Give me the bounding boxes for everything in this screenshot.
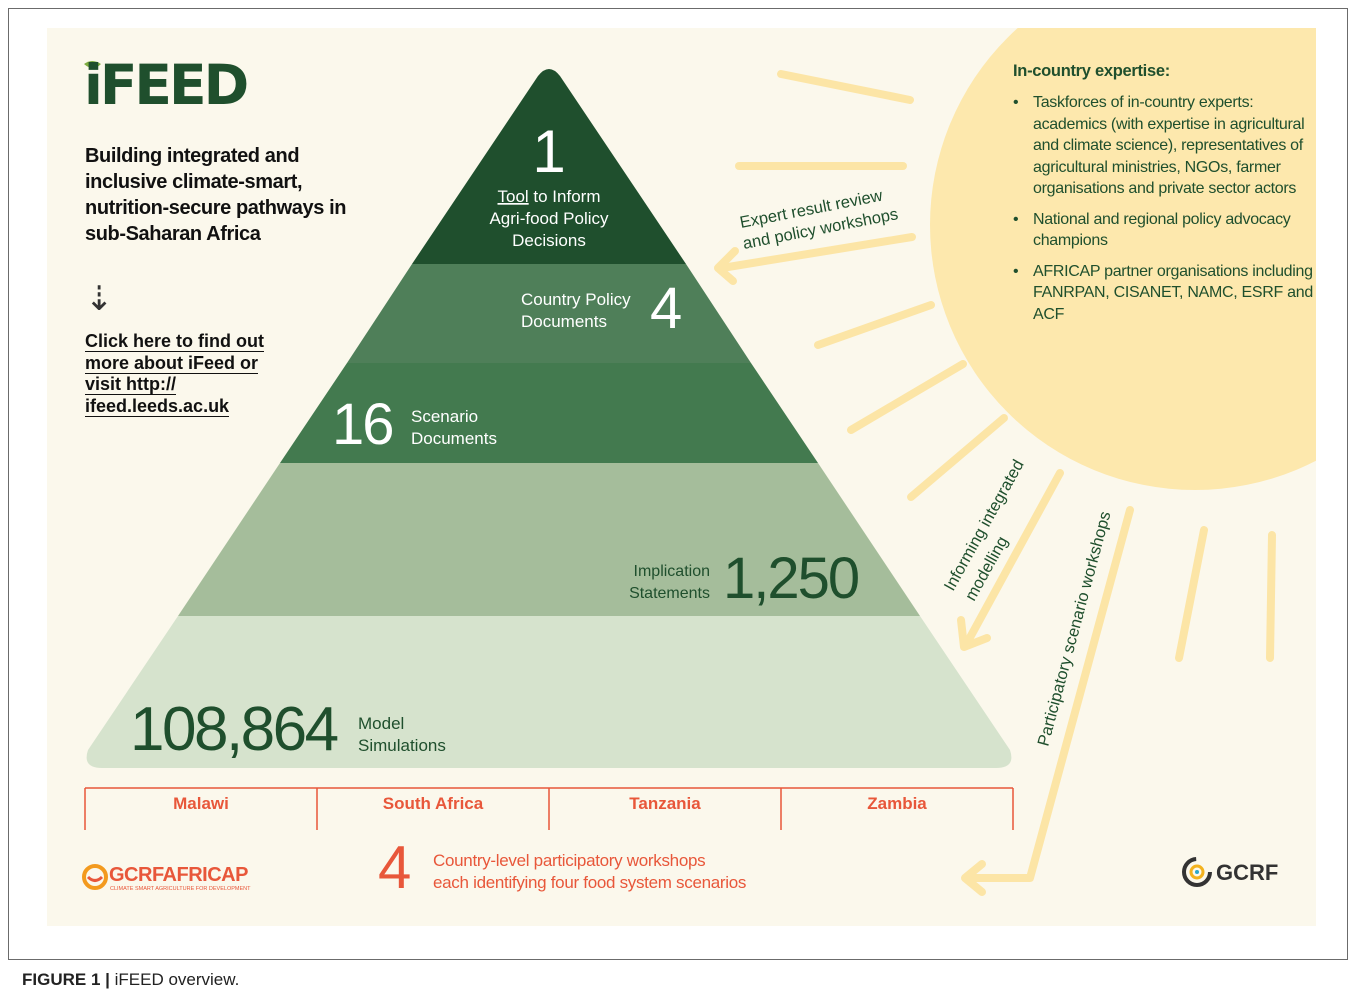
sun-ray [907, 414, 1008, 501]
tier3-number: 16 [332, 392, 393, 457]
down-arrow-icon: ⇣ [85, 280, 114, 318]
pyramid-tier-5 [86, 616, 1012, 768]
africap-emblem-icon [82, 864, 108, 890]
more-info-link-text[interactable]: Click here to find out more about iFeed … [85, 331, 265, 417]
workshops-line1: Country-level participatory workshops [433, 851, 706, 870]
tier2-number: 4 [650, 276, 682, 341]
sun-ray [814, 301, 935, 349]
tier5-label-line1: Model [358, 714, 404, 733]
gcrf-logo-graphic: GCRF [1182, 857, 1278, 887]
leaf-icon [84, 61, 101, 68]
expert-review-arrowhead [714, 247, 739, 285]
caption-label: FIGURE 1 | [22, 970, 110, 989]
gcrf-logo: GCRF [1180, 853, 1280, 896]
gcrf-wordmark: GCRF [1216, 860, 1278, 885]
tier5-label-line2: Simulations [358, 736, 446, 755]
tier4-label-line1: Implication [634, 563, 710, 580]
expertise-item: AFRICAP partner organisations including … [1013, 261, 1313, 326]
subtitle: Building integrated and inclusive climat… [85, 145, 347, 245]
pyramid-tier-3 [280, 363, 818, 463]
figure-caption: FIGURE 1 | iFEED overview. [22, 970, 239, 990]
pyramid [86, 69, 1012, 768]
workshops-line2: each identifying four food system scenar… [433, 873, 747, 892]
tier1-label-line2: Agri-food Policy [489, 209, 609, 228]
workshops-number: 4 [378, 834, 412, 901]
sun-ray [847, 360, 967, 434]
workshops-text: Country-level participatory workshops ea… [433, 850, 746, 894]
figure-frame [8, 8, 1348, 960]
tier5-number: 108,864 [130, 695, 338, 764]
participatory-arrow-line [962, 506, 1134, 882]
pyramid-tier-2 [347, 264, 751, 363]
pyramid-tier-1 [412, 69, 686, 264]
tier3-label-line2: Documents [411, 429, 497, 448]
tier4-number: 1,250 [723, 546, 858, 611]
more-info-link[interactable]: Click here to find out more about iFeed … [85, 331, 265, 417]
expert-review-arrow-line [718, 233, 916, 272]
expertise-list: Taskforces of in-country experts: academ… [1013, 92, 1313, 334]
tier3-label-line1: Scenario [411, 407, 478, 426]
sun-ray [1175, 526, 1208, 662]
sun-ray [777, 70, 914, 104]
sun-rays [735, 70, 1276, 662]
flow-arrows [714, 233, 1134, 896]
country-zambia: Zambia [867, 794, 927, 813]
informing-arrowhead [957, 616, 991, 651]
country-malawi: Malawi [173, 794, 229, 813]
gcrfafricap-logo: GCRFAFRICAP CLIMATE SMART AGRICULTURE FO… [82, 860, 262, 899]
tool-link[interactable]: Tool [498, 187, 529, 206]
tier1-label-line1: Tool to Inform [498, 187, 601, 206]
caption-text: iFEED overview. [109, 970, 240, 989]
pyramid-tier-4 [178, 463, 920, 616]
sun-ray [1266, 531, 1276, 662]
expertise-title: In-country expertise: [1013, 62, 1170, 80]
ifeed-logo: iFEED [84, 53, 249, 117]
country-bracket [84, 787, 1014, 830]
tier1-number: 1 [532, 118, 565, 185]
country-tanzania: Tanzania [629, 794, 701, 813]
tier1-label-line3: Decisions [512, 231, 586, 250]
gcrfafricap-tagline: CLIMATE SMART AGRICULTURE FOR DEVELOPMEN… [110, 886, 251, 892]
expertise-item: Taskforces of in-country experts: academ… [1013, 92, 1313, 200]
tier2-label-line1: Country Policy [521, 290, 631, 309]
gcrfafricap-logo-graphic: GCRFAFRICAP CLIMATE SMART AGRICULTURE FO… [82, 864, 251, 892]
gcrf-emblem-icon [1182, 857, 1212, 887]
tier2-label-line2: Documents [521, 312, 607, 331]
country-south-africa: South Africa [382, 794, 484, 813]
tier4-label-line2: Statements [629, 585, 710, 602]
expertise-item: National and regional policy advocacy ch… [1013, 209, 1313, 252]
participatory-arrowhead [961, 860, 986, 896]
gcrfafricap-wordmark: GCRFAFRICAP [109, 864, 248, 886]
informing-arrow-line [963, 469, 1064, 647]
